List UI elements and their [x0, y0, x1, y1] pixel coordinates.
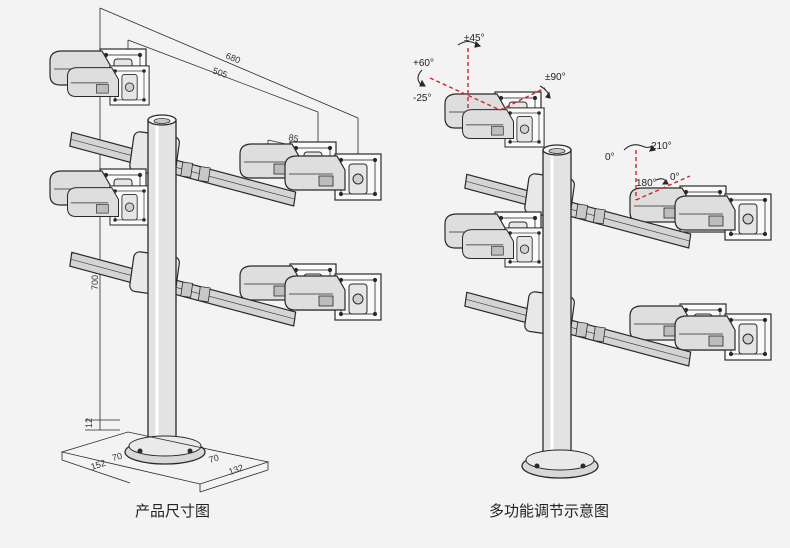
angle-arm-range: 210° [651, 141, 672, 152]
rotation-arrows [417, 40, 669, 185]
adjustment-drawing [444, 91, 772, 479]
dimension-drawing [49, 7, 382, 493]
dim-base-d: 132 [227, 462, 245, 477]
angle-swivel: ±45° [464, 33, 485, 44]
angle-joint-start: 0° [670, 172, 680, 183]
angle-joint-range: 180° [636, 178, 657, 189]
angle-tilt-up: +60° [413, 58, 434, 69]
dim-height: 700 [90, 275, 100, 290]
angle-arm-start: 0° [605, 152, 615, 163]
dim-base-a: 152 [90, 458, 107, 472]
dim-plate: 85 [288, 132, 300, 144]
adjustment-caption: 多功能调节示意图 [489, 502, 609, 520]
dim-base-b: 70 [111, 451, 123, 463]
adjustment-axes [429, 48, 691, 201]
dim-base-offset: 12 [84, 418, 94, 428]
angle-rotate: ±90° [545, 72, 566, 83]
dim-width-inner: 505 [211, 65, 229, 80]
dimension-caption: 产品尺寸图 [135, 502, 210, 520]
dim-width-outer: 680 [224, 51, 242, 66]
angle-tilt-down: -25° [413, 93, 431, 104]
dim-base-c: 70 [208, 452, 221, 465]
